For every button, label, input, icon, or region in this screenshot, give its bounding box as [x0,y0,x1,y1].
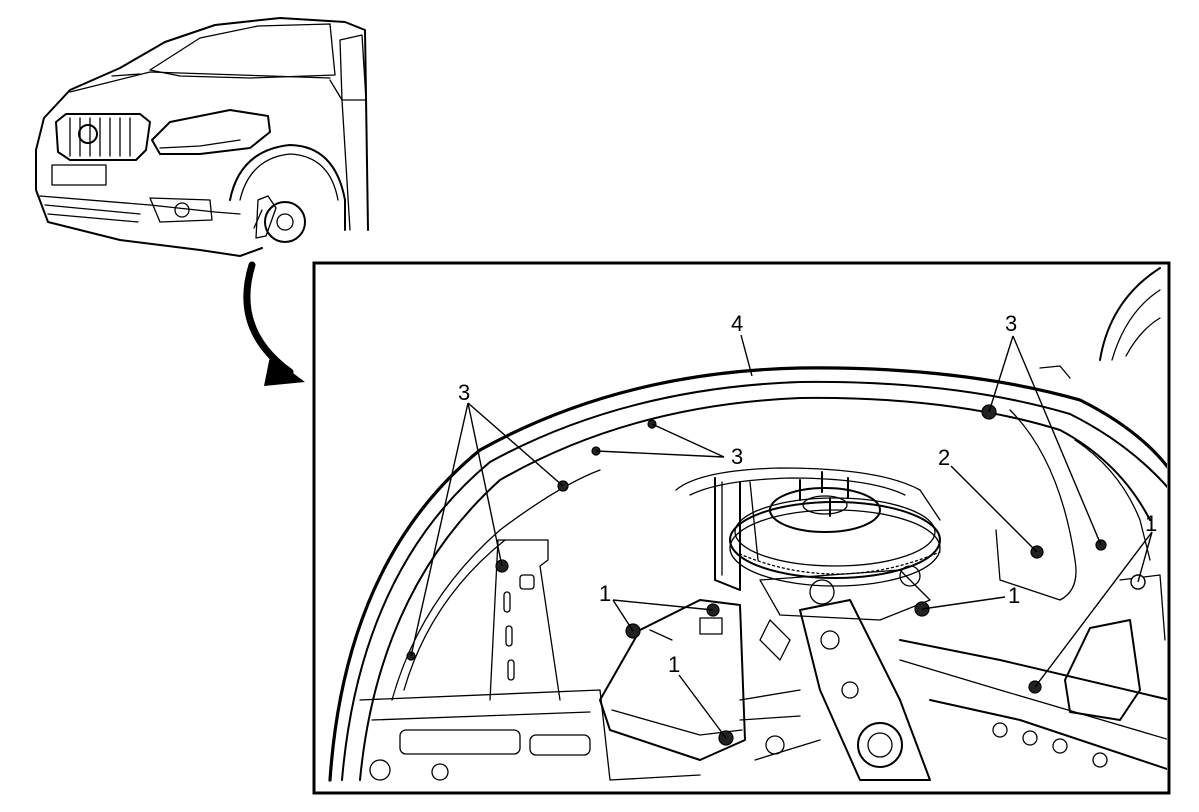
callout-3-liner-retainer: 3 [458,380,470,405]
callout-4-wheelhouse-liner: 4 [731,311,743,336]
vehicle-overview-illustration [35,17,369,257]
callout-1-fastener: 1 [1008,583,1020,608]
callout-1-fastener: 1 [668,652,680,677]
callout-1-fastener: 1 [1145,511,1157,536]
detail-view-frame [312,261,1171,795]
fasteners [406,404,1146,746]
callout-3-liner-retainer: 3 [1005,311,1017,336]
leader-lines [410,334,1153,739]
callout-3-liner-retainer: 3 [731,444,743,469]
callout-1-fastener: 1 [599,581,611,606]
zoom-arrow [243,261,305,386]
callout-2-fastener: 2 [938,445,950,470]
